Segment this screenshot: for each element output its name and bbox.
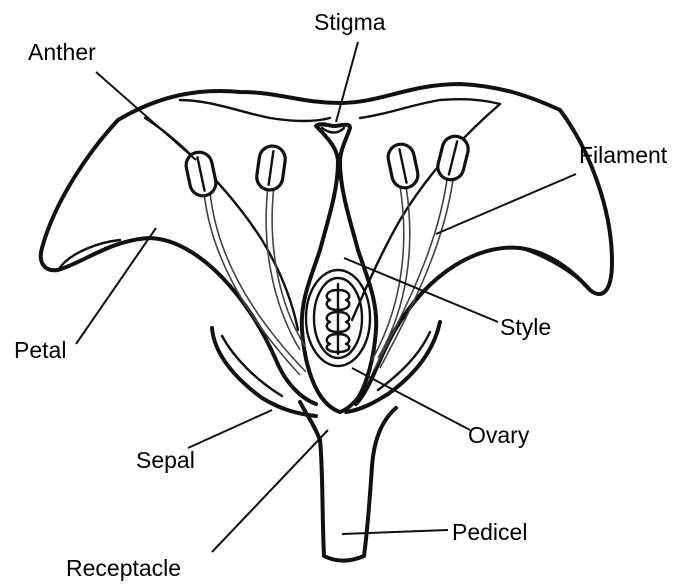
- style-label: Style: [500, 314, 551, 340]
- receptacle-label: Receptacle: [66, 555, 181, 581]
- anther-2: [255, 144, 287, 191]
- anther-label: Anther: [28, 39, 96, 65]
- anther-3: [386, 142, 421, 190]
- pistil: [302, 124, 376, 412]
- filament-label: Filament: [579, 142, 668, 168]
- anther-1: [184, 150, 219, 198]
- petal-label: Petal: [14, 337, 66, 363]
- sepal-label: Sepal: [136, 447, 195, 473]
- stigma-tip: [322, 128, 344, 133]
- flower-rim-inner: [180, 100, 330, 121]
- sepal-leader: [188, 410, 272, 448]
- filament-2: [266, 186, 300, 350]
- receptacle: [300, 402, 396, 561]
- left-sepal-inner: [222, 336, 282, 396]
- ovules: [327, 284, 350, 354]
- pedicel-leader: [342, 530, 448, 534]
- style-leader: [344, 258, 498, 322]
- receptacle-leader: [212, 430, 328, 552]
- ovary-leader: [352, 368, 470, 430]
- stigma-label: Stigma: [314, 9, 386, 35]
- pedicel-label: Pedicel: [452, 519, 527, 545]
- anther-leader: [96, 72, 196, 160]
- anther-4: [435, 134, 471, 183]
- right-petal-tip: [520, 248, 582, 282]
- stigma-leader: [336, 42, 358, 122]
- ovary-label: Ovary: [468, 422, 530, 448]
- filament-leader: [436, 174, 576, 234]
- flower-rim-inner-right: [360, 99, 500, 118]
